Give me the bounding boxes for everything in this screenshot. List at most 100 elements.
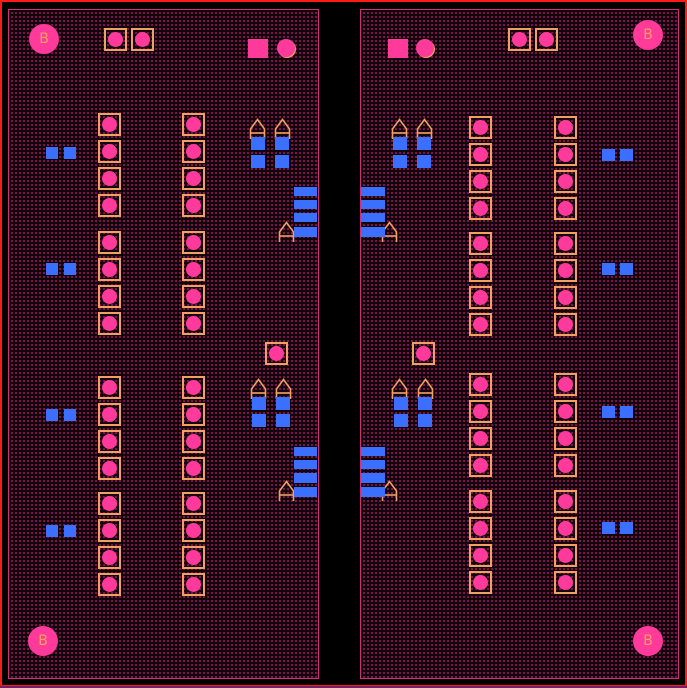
through-hole-pad[interactable]: [98, 231, 121, 254]
through-hole-pad[interactable]: [182, 140, 205, 163]
through-hole-pad[interactable]: [554, 313, 577, 336]
through-hole-pad[interactable]: [182, 113, 205, 136]
through-hole-pad[interactable]: [98, 492, 121, 515]
smd-pad[interactable]: [602, 522, 615, 534]
through-hole-pad[interactable]: [412, 342, 435, 365]
smd-pad[interactable]: [393, 137, 407, 150]
smd-pad[interactable]: [361, 213, 385, 222]
smd-pad[interactable]: [294, 447, 317, 456]
through-hole-pad[interactable]: [98, 113, 121, 136]
smd-pad[interactable]: [418, 414, 432, 427]
smd-pad[interactable]: [46, 147, 58, 159]
through-hole-pad[interactable]: [554, 454, 577, 477]
through-hole-pad[interactable]: [182, 194, 205, 217]
through-hole-pad[interactable]: [469, 170, 492, 193]
through-hole-pad[interactable]: [469, 571, 492, 594]
through-hole-pad[interactable]: [469, 400, 492, 423]
through-hole-pad[interactable]: [182, 457, 205, 480]
smd-pad[interactable]: [294, 487, 317, 497]
smd-pad[interactable]: [46, 263, 58, 275]
through-hole-pad[interactable]: [554, 116, 577, 139]
through-hole-pad[interactable]: [469, 544, 492, 567]
through-hole-pad[interactable]: [98, 403, 121, 426]
smd-pad[interactable]: [620, 522, 633, 534]
smd-pad[interactable]: [361, 460, 385, 469]
through-hole-pad[interactable]: [104, 28, 127, 51]
through-hole-pad[interactable]: [182, 573, 205, 596]
smd-pad[interactable]: [620, 263, 633, 275]
smd-pad[interactable]: [252, 397, 266, 410]
through-hole-pad[interactable]: [182, 258, 205, 281]
smd-pad[interactable]: [46, 525, 58, 537]
through-hole-pad[interactable]: [554, 490, 577, 513]
through-hole-pad[interactable]: [98, 312, 121, 335]
smd-pad[interactable]: [46, 409, 58, 421]
through-hole-pad[interactable]: [469, 259, 492, 282]
through-hole-pad[interactable]: [469, 490, 492, 513]
through-hole-pad[interactable]: [554, 373, 577, 396]
smd-pad[interactable]: [275, 155, 289, 168]
through-hole-pad[interactable]: [554, 170, 577, 193]
through-hole-pad[interactable]: [98, 457, 121, 480]
smd-pad[interactable]: [64, 409, 76, 421]
round-pad[interactable]: [277, 39, 295, 57]
smd-pad[interactable]: [252, 414, 266, 427]
smd-pad[interactable]: [294, 187, 317, 196]
through-hole-pad[interactable]: [98, 573, 121, 596]
fiducial-mark[interactable]: B: [28, 626, 58, 656]
fiducial-mark[interactable]: B: [29, 24, 59, 54]
smd-pad[interactable]: [417, 155, 431, 168]
through-hole-pad[interactable]: [131, 28, 154, 51]
smd-pad[interactable]: [361, 187, 385, 196]
smd-pad[interactable]: [276, 414, 290, 427]
smd-pad[interactable]: [294, 200, 317, 209]
through-hole-pad[interactable]: [554, 544, 577, 567]
through-hole-pad[interactable]: [265, 342, 288, 365]
through-hole-pad[interactable]: [469, 286, 492, 309]
through-hole-pad[interactable]: [554, 427, 577, 450]
through-hole-pad[interactable]: [98, 140, 121, 163]
smd-pad[interactable]: [393, 155, 407, 168]
through-hole-pad[interactable]: [554, 517, 577, 540]
through-hole-pad[interactable]: [98, 376, 121, 399]
smd-pad[interactable]: [275, 137, 289, 150]
smd-pad[interactable]: [361, 487, 385, 497]
smd-pad[interactable]: [361, 473, 385, 483]
smd-pad[interactable]: [394, 414, 408, 427]
through-hole-pad[interactable]: [469, 116, 492, 139]
square-pad[interactable]: [248, 39, 268, 58]
square-pad[interactable]: [388, 39, 408, 58]
through-hole-pad[interactable]: [98, 194, 121, 217]
through-hole-pad[interactable]: [554, 259, 577, 282]
fiducial-mark[interactable]: B: [633, 20, 663, 50]
through-hole-pad[interactable]: [469, 313, 492, 336]
smd-pad[interactable]: [64, 525, 76, 537]
through-hole-pad[interactable]: [182, 403, 205, 426]
through-hole-pad[interactable]: [182, 312, 205, 335]
smd-pad[interactable]: [276, 397, 290, 410]
smd-pad[interactable]: [294, 227, 317, 237]
smd-pad[interactable]: [361, 447, 385, 456]
through-hole-pad[interactable]: [554, 143, 577, 166]
through-hole-pad[interactable]: [469, 143, 492, 166]
through-hole-pad[interactable]: [554, 232, 577, 255]
through-hole-pad[interactable]: [182, 285, 205, 308]
through-hole-pad[interactable]: [98, 167, 121, 190]
through-hole-pad[interactable]: [182, 430, 205, 453]
through-hole-pad[interactable]: [182, 519, 205, 542]
through-hole-pad[interactable]: [98, 519, 121, 542]
smd-pad[interactable]: [394, 397, 408, 410]
through-hole-pad[interactable]: [554, 197, 577, 220]
through-hole-pad[interactable]: [98, 285, 121, 308]
through-hole-pad[interactable]: [535, 28, 558, 51]
through-hole-pad[interactable]: [554, 286, 577, 309]
through-hole-pad[interactable]: [469, 427, 492, 450]
smd-pad[interactable]: [294, 213, 317, 222]
through-hole-pad[interactable]: [182, 376, 205, 399]
smd-pad[interactable]: [251, 137, 265, 150]
through-hole-pad[interactable]: [182, 167, 205, 190]
smd-pad[interactable]: [417, 137, 431, 150]
through-hole-pad[interactable]: [469, 232, 492, 255]
smd-pad[interactable]: [294, 460, 317, 469]
through-hole-pad[interactable]: [98, 430, 121, 453]
